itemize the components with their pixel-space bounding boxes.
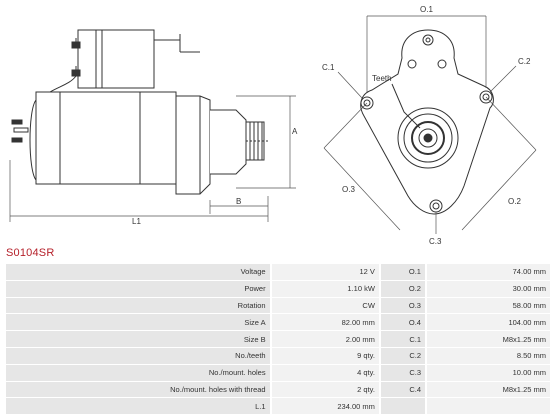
- table-row: No./mount. holes 4 qty. C.3 10.00 mm: [6, 364, 550, 381]
- table-row: L.1 234.00 mm: [6, 398, 550, 415]
- spec-name: No./teeth: [6, 347, 272, 364]
- spec-name: Voltage: [6, 264, 272, 280]
- dim-name: O.4: [380, 314, 427, 331]
- dim-value: 10.00 mm: [426, 364, 550, 381]
- spec-value: 2.00 mm: [271, 331, 381, 347]
- spec-name: Power: [6, 280, 272, 297]
- dim-value: 104.00 mm: [426, 314, 550, 331]
- dim-value: M8x1.25 mm: [426, 331, 550, 347]
- table-row: Power 1.10 kW O.2 30.00 mm: [6, 280, 550, 297]
- dim-name: O.2: [380, 280, 427, 297]
- front-view-dimensions: [323, 15, 537, 234]
- dim-o1-label: O.1: [420, 5, 433, 14]
- spec-name: Size A: [6, 314, 272, 331]
- dim-c1-label: C.1: [322, 63, 335, 72]
- side-view-dimensions: [9, 95, 296, 222]
- table-row: No./mount. holes with thread 2 qty. C.4 …: [6, 381, 550, 398]
- table-row: Rotation CW O.3 58.00 mm: [6, 297, 550, 314]
- dim-name: C.4: [380, 381, 427, 398]
- table-row: No./teeth 9 qty. C.2 8.50 mm: [6, 347, 550, 364]
- spec-name: Rotation: [6, 297, 272, 314]
- spec-name: Size B: [6, 331, 272, 347]
- dim-value: 8.50 mm: [426, 347, 550, 364]
- dim-c2-label: C.2: [518, 57, 531, 66]
- spec-value: 234.00 mm: [271, 398, 381, 415]
- spec-value: CW: [271, 297, 381, 314]
- dim-b-label: B: [236, 197, 241, 206]
- dim-name: C.2: [380, 347, 427, 364]
- dim-o2-label: O.2: [508, 197, 521, 206]
- dim-l1-label: L1: [132, 217, 141, 226]
- dim-name: C.3: [380, 364, 427, 381]
- spec-value: 82.00 mm: [271, 314, 381, 331]
- dim-value: M8x1.25 mm: [426, 381, 550, 398]
- table-row: Size A 82.00 mm O.4 104.00 mm: [6, 314, 550, 331]
- spec-value: 1.10 kW: [271, 280, 381, 297]
- table-row: Size B 2.00 mm C.1 M8x1.25 mm: [6, 331, 550, 347]
- dim-a-label: A: [292, 127, 298, 136]
- part-number: S0104SR: [6, 247, 55, 259]
- spec-name: L.1: [6, 398, 272, 415]
- starter-side-view: [11, 29, 268, 195]
- dim-value: 30.00 mm: [426, 280, 550, 297]
- table-row: Voltage 12 V O.1 74.00 mm: [6, 264, 550, 280]
- spec-table: Voltage 12 V O.1 74.00 mm Power 1.10 kW …: [6, 263, 550, 415]
- spec-name: No./mount. holes with thread: [6, 381, 272, 398]
- dim-value: [426, 398, 550, 415]
- dim-name: C.1: [380, 331, 427, 347]
- spec-value: 4 qty.: [271, 364, 381, 381]
- dim-name: O.3: [380, 297, 427, 314]
- technical-drawing: A B L1: [9, 5, 537, 245]
- teeth-label: Teeth: [372, 74, 392, 83]
- dim-c3-label: C.3: [429, 237, 442, 245]
- dim-value: 74.00 mm: [426, 264, 550, 280]
- spec-value: 2 qty.: [271, 381, 381, 398]
- spec-name: No./mount. holes: [6, 364, 272, 381]
- starter-front-view: [360, 29, 494, 215]
- spec-value: 9 qty.: [271, 347, 381, 364]
- dim-value: 58.00 mm: [426, 297, 550, 314]
- dim-name: O.1: [380, 264, 427, 280]
- dim-o3-label: O.3: [342, 185, 355, 194]
- dim-name: [380, 398, 427, 415]
- spec-value: 12 V: [271, 264, 381, 280]
